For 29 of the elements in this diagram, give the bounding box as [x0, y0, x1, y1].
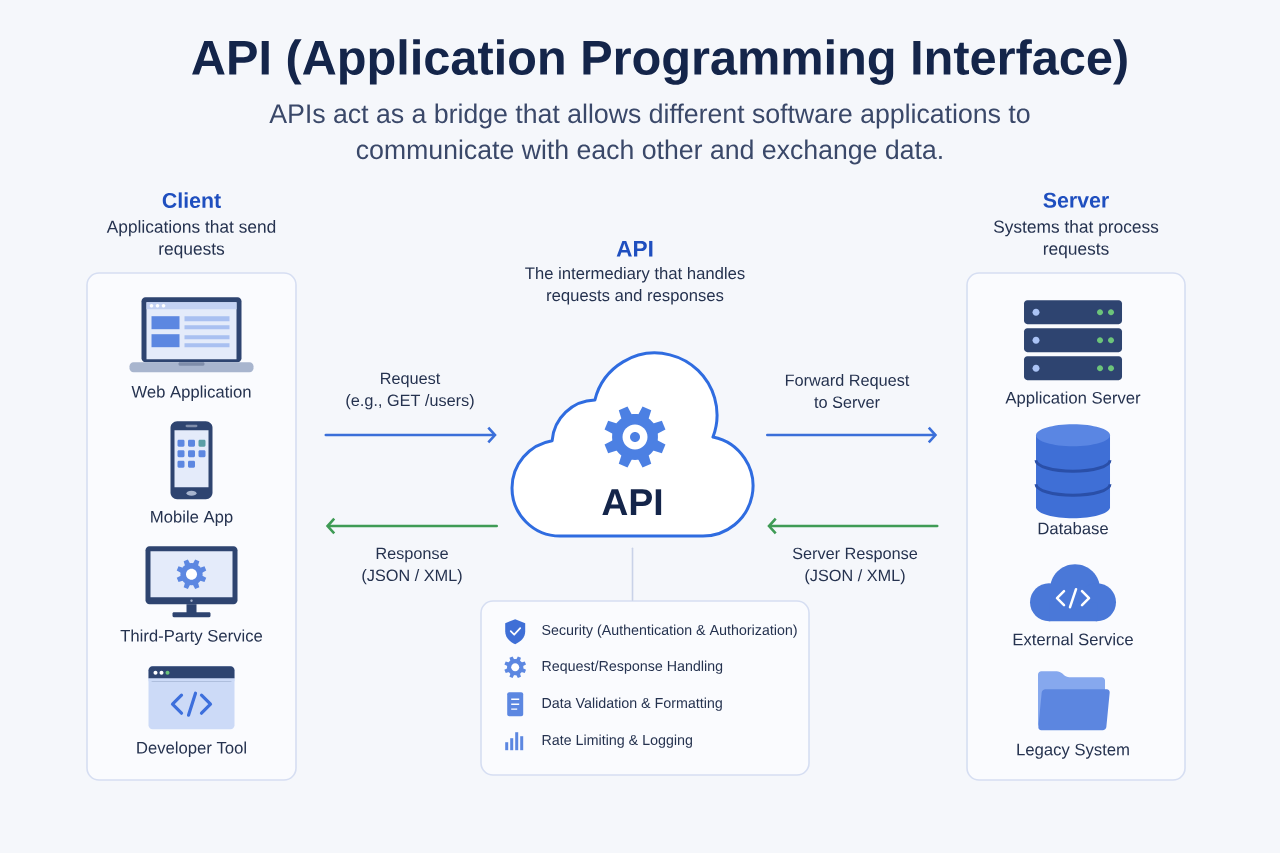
- icon-caption: Legacy System: [1017, 743, 1129, 759]
- arrow: [324, 426, 497, 444]
- arrow: [767, 517, 939, 535]
- edge-label: Forward Request to Server: [785, 374, 910, 408]
- heading: Server: [1043, 192, 1109, 208]
- list-item: Security (Authentication & Authorization): [542, 624, 797, 638]
- list-item: Request/Response Handling: [542, 660, 723, 674]
- icon-caption: Application Server: [1005, 391, 1141, 407]
- icon-caption: Web Application: [131, 385, 251, 401]
- edge-label: Response (JSON / XML): [362, 547, 462, 585]
- arrow: [325, 517, 499, 535]
- icon-caption: Database: [1038, 522, 1108, 535]
- icon-caption: External Service: [1013, 633, 1133, 646]
- list-item: Rate Limiting & Logging: [542, 734, 692, 748]
- edge-label: Request (e.g., GET /users): [346, 372, 474, 410]
- description: Systems that process requests: [993, 220, 1159, 259]
- arrow: [766, 426, 938, 444]
- description: The intermediary that handles requests and responses: [525, 266, 745, 305]
- icon-caption: Third-Party Service: [120, 629, 263, 645]
- description: Applications that send requests: [106, 220, 276, 259]
- heading: API: [616, 240, 653, 257]
- edge-label: Server Response (JSON / XML): [792, 547, 918, 585]
- connector-line: [631, 547, 634, 601]
- icon-caption: Mobile App: [151, 510, 233, 526]
- list-item: Data Validation & Formatting: [542, 697, 722, 711]
- icon-caption: Developer Tool: [137, 741, 246, 757]
- heading: Client: [162, 192, 221, 209]
- subtitle: APIs act as a bridge that allows different software applications to communicate with each other and exchange data.: [269, 103, 1030, 165]
- title: API (Application Programming Interface): [192, 39, 1127, 85]
